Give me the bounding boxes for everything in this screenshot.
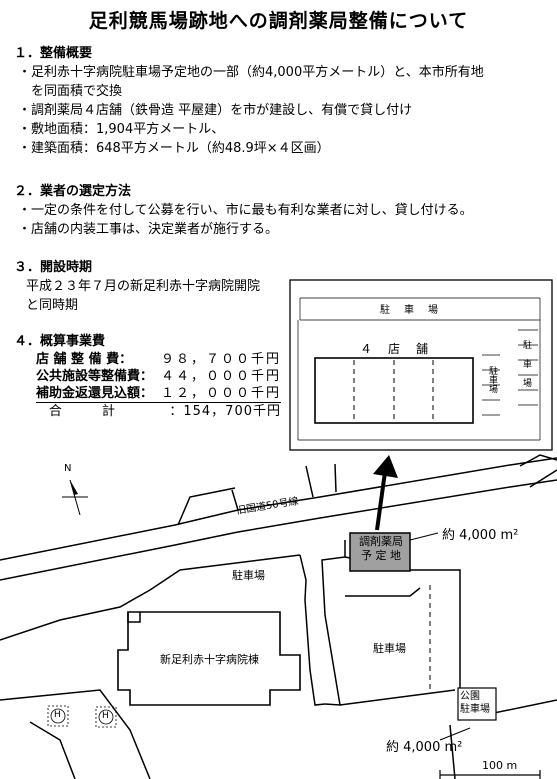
park-parking-label: 公園 駐車場 [460, 690, 490, 716]
parking-label-east: 駐車場 [373, 642, 406, 655]
area-label-upper: 約 4,000 m² [442, 528, 519, 543]
bullet-item: ・敷地面積：1,904平方メートル、 [18, 122, 225, 137]
schedule-line: 平成２３年７月の新足利赤十字病院開院 [26, 279, 261, 294]
park-parking-label-line: 公園 [460, 691, 480, 702]
section-overview: １．整備概要 ・足利赤十字病院駐車場予定地の一部（約4,000平方メートル）と、… [14, 44, 484, 158]
arrow-icon [373, 455, 398, 531]
cost-row: 店 舗 整 備 費： ９８，７００千円 [36, 351, 281, 368]
hospital-label: 新足利赤十字病院棟 [160, 653, 259, 666]
cost-row: 公共施設等整備費： ４４，０００千円 [36, 368, 281, 385]
scale-bar [439, 770, 541, 779]
pharmacy-site-marker [349, 532, 411, 572]
site-map [0, 454, 557, 779]
area-label-lower: 約 4,000 m² [386, 740, 463, 755]
parking-label-north: 駐車場 [232, 569, 265, 582]
store-block [314, 357, 474, 424]
cost-total: 合 計 ：154，700千円 [36, 402, 281, 421]
north-label: N [64, 463, 72, 474]
cost-row: 補助金返還見込額： １２，０００千円 [36, 385, 281, 402]
park-parking-label-line: 駐車場 [460, 704, 490, 715]
bullet-item: ・一定の条件を付して公募を行い、市に最も有利な業者に対し、貸し付ける。 [18, 203, 473, 218]
section-heading: ４．概算事業費 [14, 334, 106, 349]
page-title: 足利競馬場跡地への調剤薬局整備について [88, 10, 469, 32]
north-arrow-icon [62, 479, 88, 516]
bullet-item: ・建築面積：648平方メートル（約48.9坪×４区画） [18, 141, 330, 156]
bullet-item: ・店舗の内装工事は、決定業者が施行する。 [18, 222, 279, 237]
section-heading: ３．開設時期 [14, 260, 93, 275]
pharmacy-site-label-line: 調剤薬局 [359, 535, 403, 548]
inset-parking-mid-label: 駐車場 [487, 366, 497, 393]
cost-value: ４４，０００千円 [160, 369, 281, 384]
schedule-line: と同時期 [26, 298, 79, 313]
inset-parking-right-label: 駐車場 [521, 340, 531, 397]
helipad-label: H [102, 711, 109, 721]
bullet-item: ・足利赤十字病院駐車場予定地の一部（約4,000平方メートル）と、本市所有地 [18, 65, 484, 80]
cost-total-label: 合 計 [48, 404, 134, 419]
section-heading: １．整備概要 [14, 46, 93, 61]
pharmacy-site-label: 調剤薬局 予 定 地 [356, 535, 406, 563]
cost-label: 店 舗 整 備 費： [36, 352, 133, 367]
bullet-item: を同面積で交換 [18, 84, 123, 99]
cost-value: ９８，７００千円 [160, 352, 281, 367]
inset-plan [289, 279, 553, 451]
helipad-label: H [54, 710, 61, 720]
hospital-building [117, 611, 301, 706]
helipad-icon [47, 705, 117, 728]
section-selection: ２．業者の選定方法 ・一定の条件を付して公募を行い、市に最も有利な業者に対し、貸… [14, 182, 473, 239]
section-heading: ２．業者の選定方法 [14, 184, 132, 199]
section-cost: ４．概算事業費 店 舗 整 備 費： ９８，７００千円 公共施設等整備費： ４４… [14, 332, 281, 421]
park-parking-box [457, 687, 497, 721]
cost-value: １２，０００千円 [160, 386, 281, 401]
inset-stores-label: ４ 店 舗 [360, 342, 431, 356]
section-schedule: ３．開設時期 平成２３年７月の新足利赤十字病院開院 と同時期 [14, 258, 260, 315]
pharmacy-site-label-line: 予 定 地 [361, 549, 401, 562]
inset-frame [289, 279, 553, 451]
bullet-item: ・調剤薬局４店舗（鉄骨造 平屋建）を市が建設し、有償で貸し付け [18, 103, 413, 118]
cost-label: 補助金返還見込額： [36, 386, 154, 401]
inset-parking-top-label: 駐 車 場 [380, 305, 440, 316]
scale-label: 100 m [482, 759, 518, 772]
cost-label: 公共施設等整備費： [36, 369, 154, 384]
cost-total-value: ：154，700千円 [169, 404, 281, 419]
